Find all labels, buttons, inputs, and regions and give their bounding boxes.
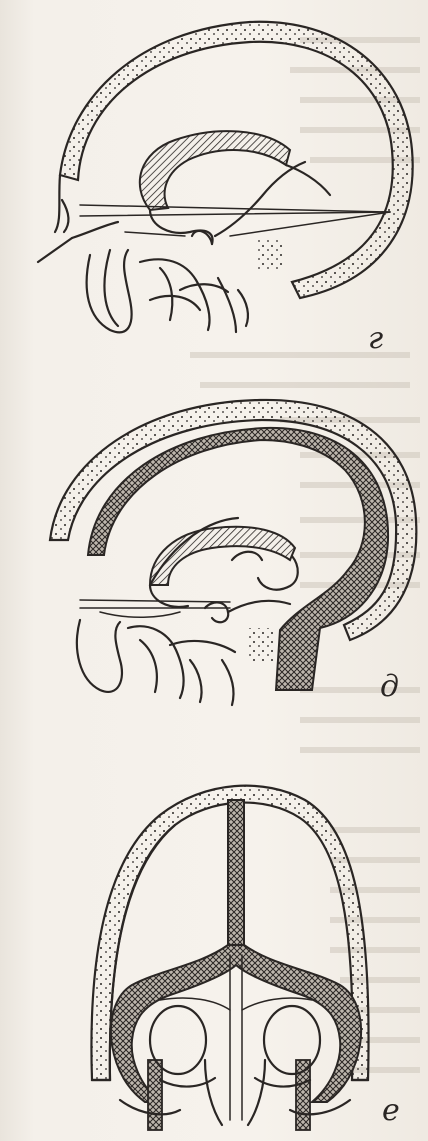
panel-e-diagram	[91, 786, 368, 1130]
panel-label-e: е	[382, 1096, 400, 1126]
panel-d-ventricle	[150, 527, 295, 585]
panel-d-sinus	[88, 428, 388, 690]
panel-g-diagram	[38, 22, 413, 333]
panel-label-g: г	[368, 324, 383, 354]
panel-d-diagram	[50, 400, 416, 705]
panel-label-d: д	[380, 672, 399, 702]
panel-g-ventricle	[140, 131, 290, 210]
panel-e-falx	[228, 800, 244, 950]
